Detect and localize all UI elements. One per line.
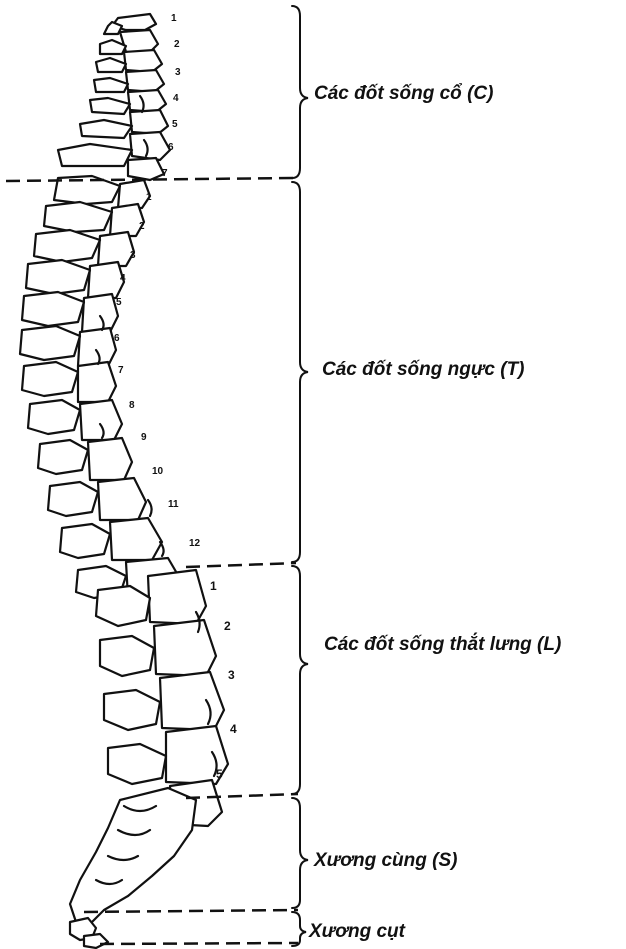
lumbar-vertebrae xyxy=(96,570,228,826)
coccyx-label: Xương cụt xyxy=(309,922,405,941)
thoracic-number: 2 xyxy=(139,221,145,232)
thoracic-number: 1 xyxy=(146,192,152,203)
brace-lumbar xyxy=(292,566,308,794)
separator-sacrum-coccyx xyxy=(84,910,298,912)
sacrum-label: Xương cùng (S) xyxy=(314,851,457,870)
lumbar-number: 3 xyxy=(228,668,235,682)
thoracic-number: 10 xyxy=(152,466,164,477)
lumbar-number: 2 xyxy=(224,619,231,633)
thoracic-number: 6 xyxy=(114,333,120,344)
thoracic-vertebrae xyxy=(20,176,182,598)
cervical-number: 4 xyxy=(173,93,179,104)
cervical-number: 7 xyxy=(162,168,168,179)
thoracic-number: 11 xyxy=(168,499,179,510)
thoracic-vertebrae-label: Các đốt sống ngực (T) xyxy=(322,360,525,379)
lumbar-number: 1 xyxy=(210,579,217,593)
thoracic-number: 7 xyxy=(118,365,124,376)
lumbar-vertebrae-label: Các đốt sống thắt lưng (L) xyxy=(324,635,561,654)
thoracic-number: 9 xyxy=(141,432,147,443)
thoracic-number: 3 xyxy=(130,250,136,261)
separator-thoracic-lumbar xyxy=(186,563,296,567)
lumbar-number: 4 xyxy=(230,722,237,736)
cervical-number: 3 xyxy=(175,67,181,78)
brace-sacrum xyxy=(292,798,308,908)
cervical-number: 6 xyxy=(168,142,174,153)
cervical-number: 2 xyxy=(174,39,180,50)
lumbar-number: 5 xyxy=(216,767,223,781)
vertebral-column-illustration xyxy=(20,14,228,948)
brace-cervical xyxy=(292,6,308,178)
cervical-vertebrae-label: Các đốt sống cổ (C) xyxy=(314,84,493,103)
thoracic-number: 4 xyxy=(120,273,126,284)
separator-coccyx-bottom xyxy=(100,943,298,944)
sacrum xyxy=(70,788,196,924)
thoracic-number: 12 xyxy=(189,538,201,549)
cervical-vertebrae xyxy=(58,14,170,180)
thoracic-number: 8 xyxy=(129,400,135,411)
region-braces xyxy=(292,6,308,946)
brace-thoracic xyxy=(292,182,308,562)
thoracic-number: 5 xyxy=(116,297,122,308)
brace-coccyx xyxy=(292,912,306,946)
cervical-number: 5 xyxy=(172,119,178,130)
cervical-number: 1 xyxy=(171,13,177,24)
